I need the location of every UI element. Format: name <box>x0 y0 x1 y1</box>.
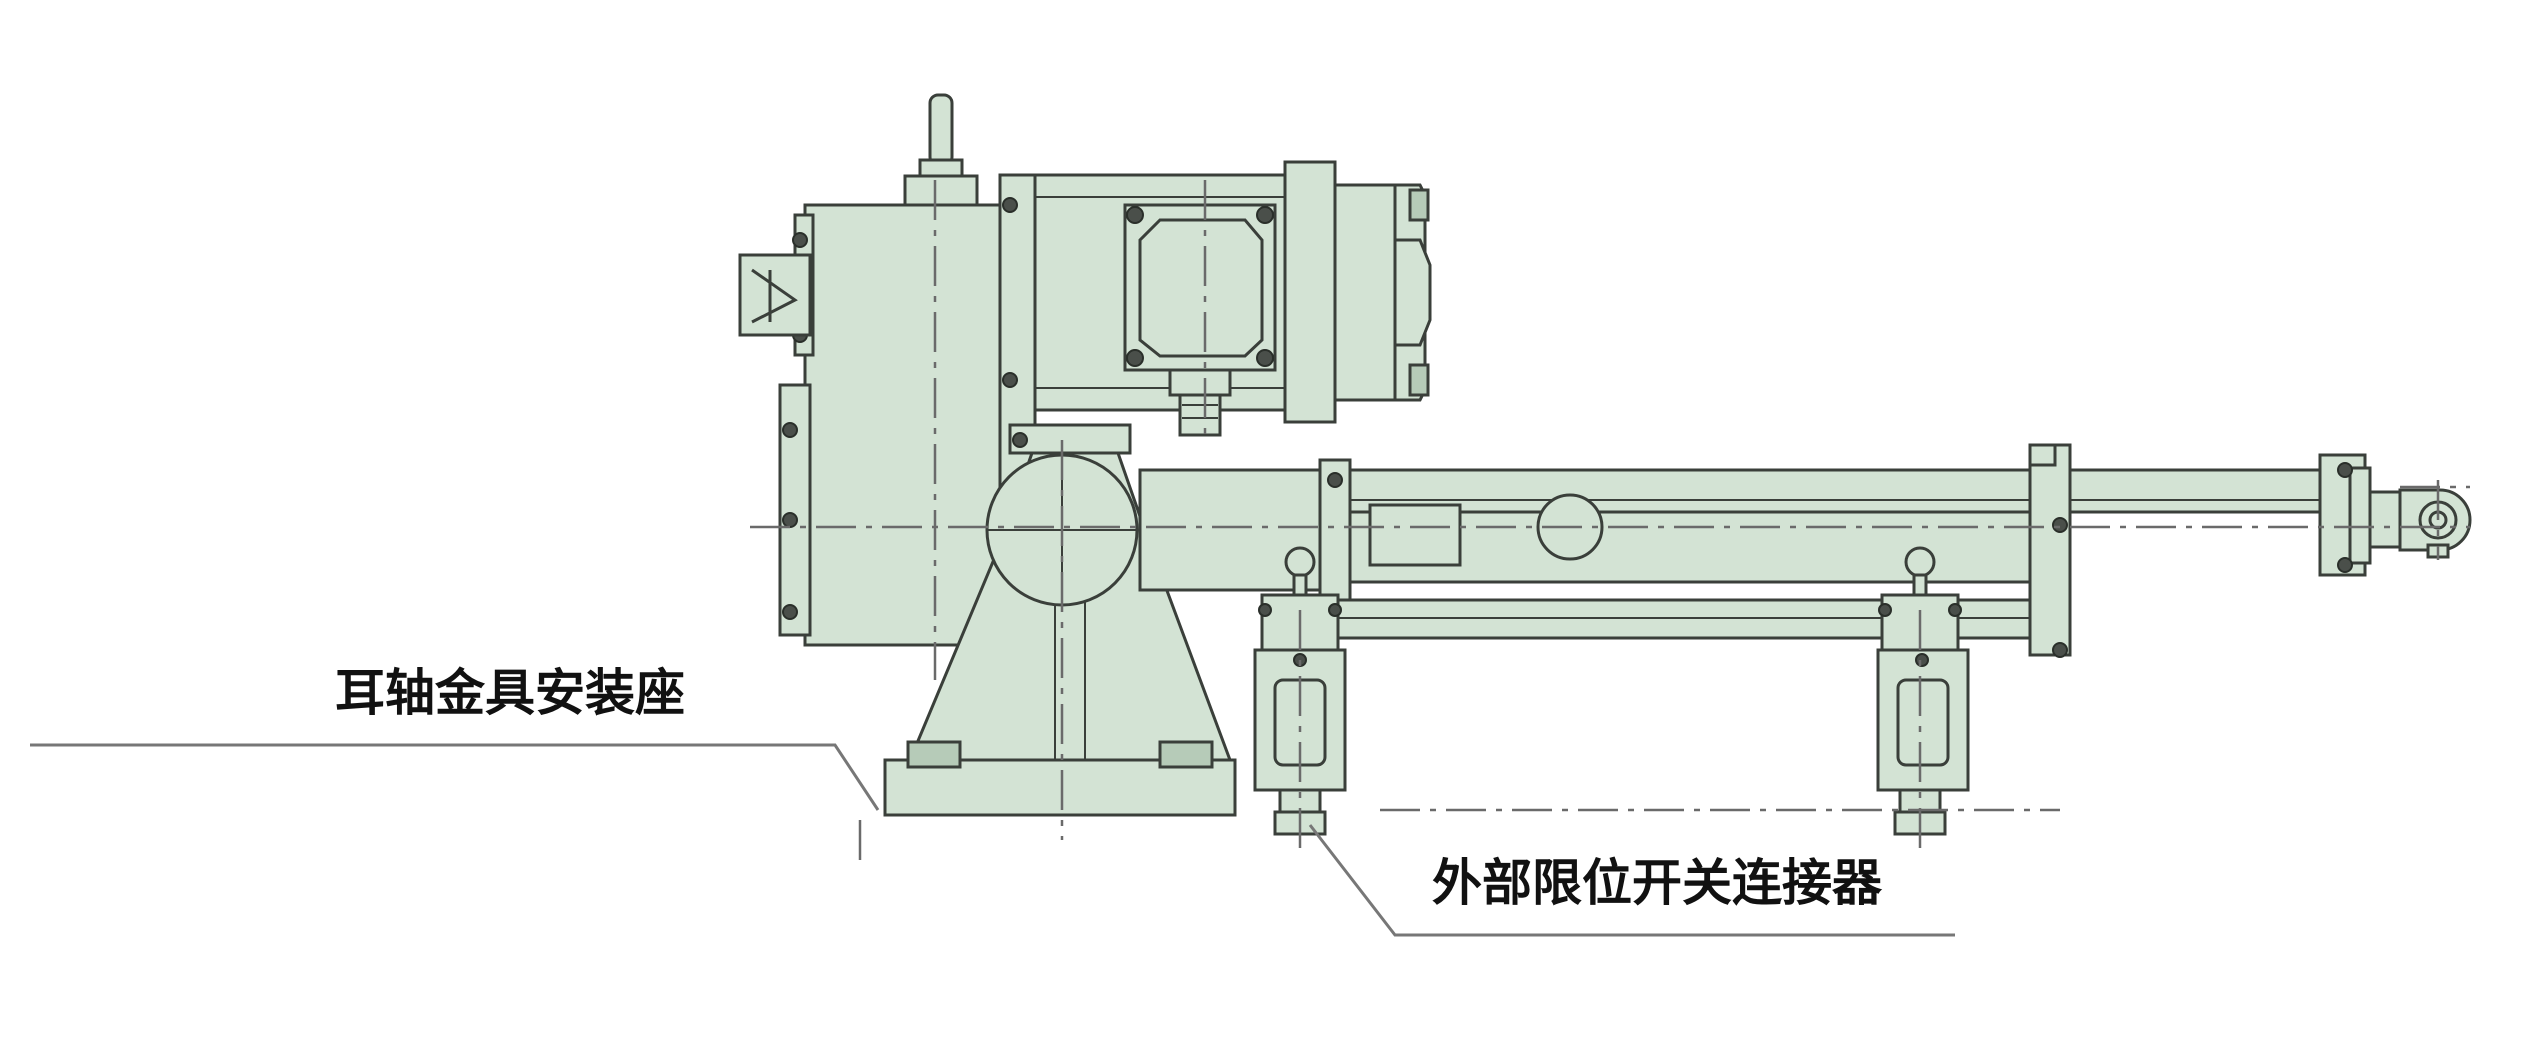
center-lines <box>750 180 2470 860</box>
trunnion-leader <box>30 743 880 811</box>
leader-lines <box>30 743 1955 937</box>
terminal-box-icon <box>1123 203 1277 437</box>
limit-switch-icon <box>1253 546 1970 836</box>
selector-box-icon <box>738 253 812 337</box>
switch-leader <box>1308 824 1955 937</box>
trunnion-mount-label: 耳轴金具安装座 <box>335 664 685 722</box>
limit-switch-connector-label: 外部限位开关连接器 <box>1432 854 1882 912</box>
lifting-eye-icon <box>903 93 979 208</box>
rod-end-clevis-icon <box>2368 488 2472 559</box>
